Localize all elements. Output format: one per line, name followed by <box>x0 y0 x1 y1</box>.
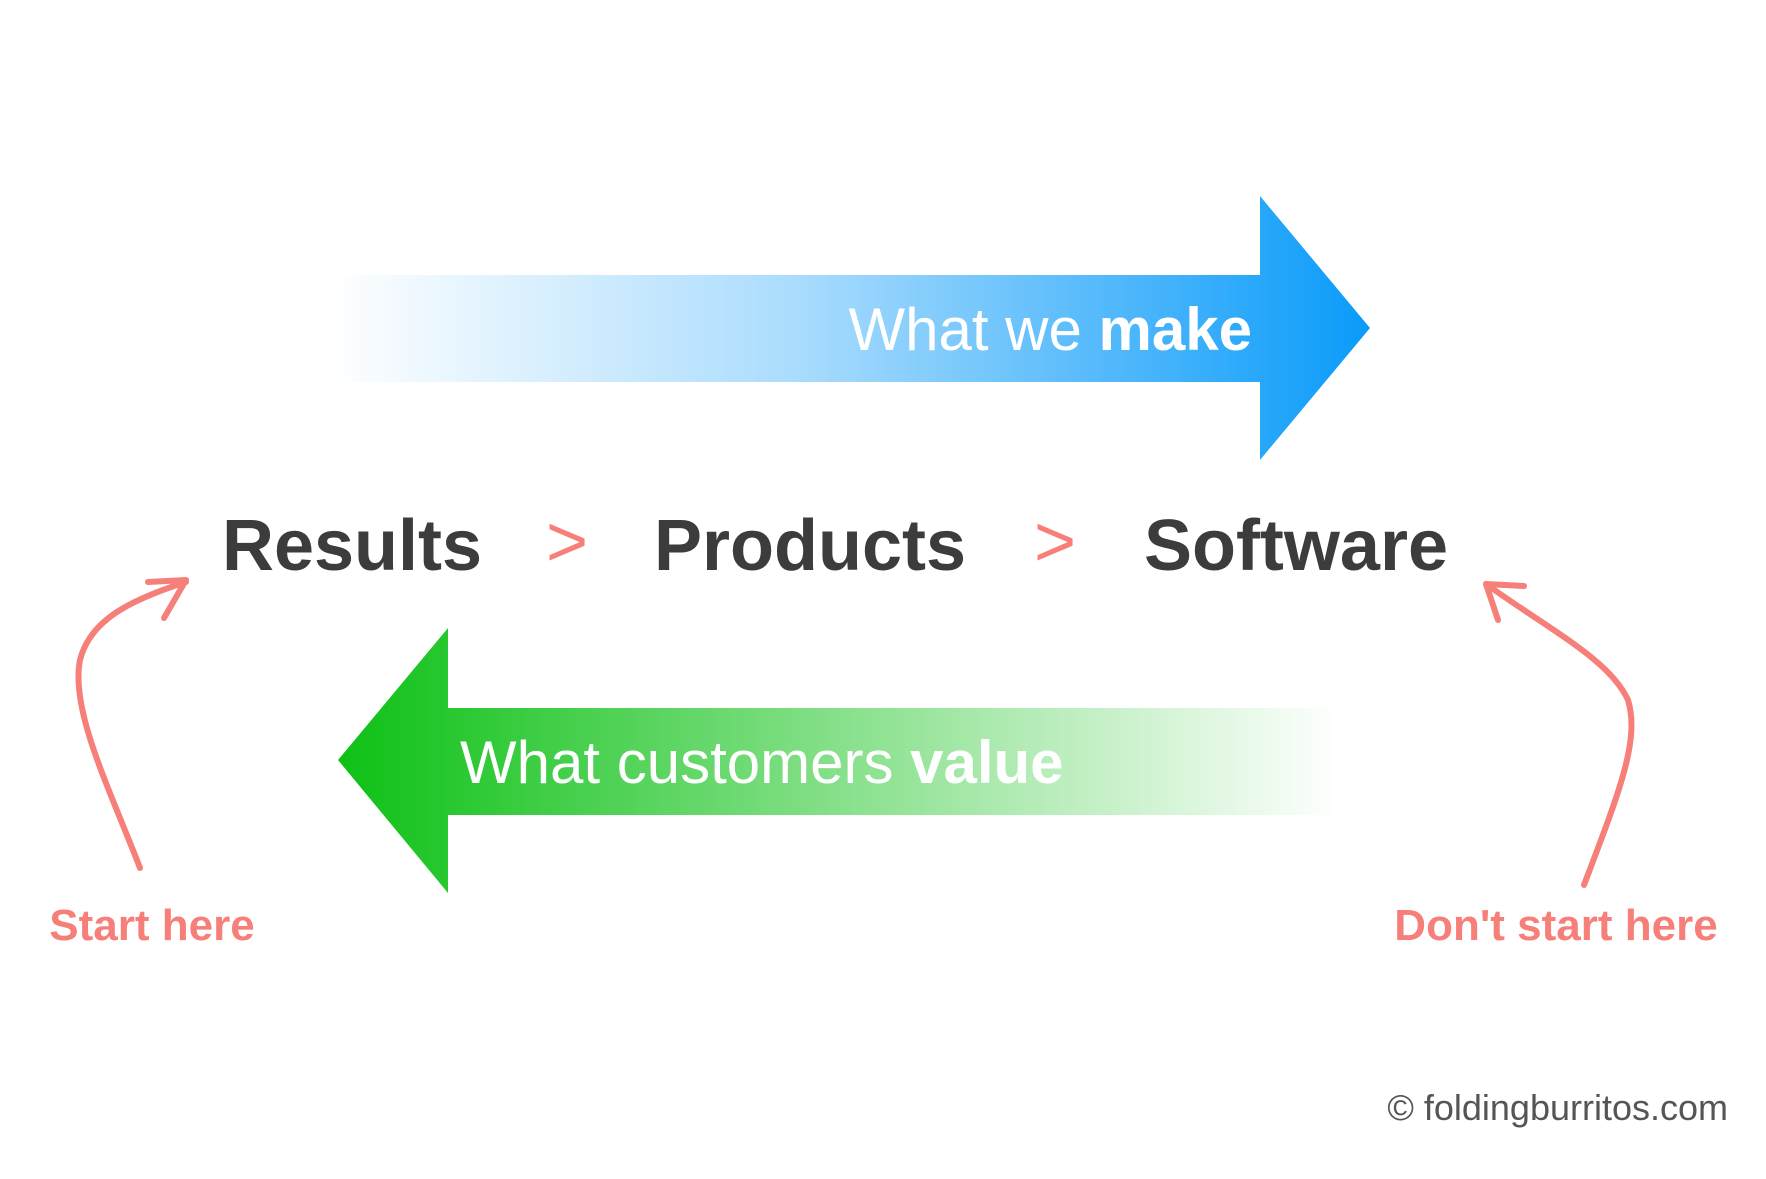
top-arrow-label-prefix: What we <box>848 296 1098 363</box>
bottom-arrow-label-emphasis: value <box>910 729 1063 796</box>
top-arrow: What we make <box>330 196 1370 460</box>
bottom-arrow: What customers value <box>338 628 1340 893</box>
start-here-pointer <box>75 577 189 871</box>
top-arrow-shape <box>330 196 1370 460</box>
dont-start-here-curve <box>1483 581 1635 888</box>
separator-1: > <box>546 502 588 582</box>
credit-text: © foldingburritos.com <box>1387 1087 1728 1128</box>
term-results: Results <box>222 506 482 586</box>
bottom-arrow-label: What customers value <box>460 729 1064 796</box>
start-here-curve <box>75 579 189 871</box>
separator-2: > <box>1034 502 1076 582</box>
top-arrow-label-emphasis: make <box>1099 296 1252 363</box>
start-here-label: Start here <box>49 901 254 950</box>
start-here-arrowhead <box>145 577 189 621</box>
term-software: Software <box>1144 506 1448 586</box>
dont-start-here-label: Don't start here <box>1394 901 1717 950</box>
dont-start-here-pointer <box>1483 581 1635 888</box>
term-row: Results > Products > Software <box>222 502 1448 586</box>
term-products: Products <box>654 506 966 586</box>
top-arrow-label: What we make <box>848 296 1252 363</box>
bottom-arrow-label-prefix: What customers <box>460 729 910 796</box>
bottom-arrow-shape <box>338 628 1340 893</box>
dont-start-here-arrowhead <box>1483 581 1527 623</box>
